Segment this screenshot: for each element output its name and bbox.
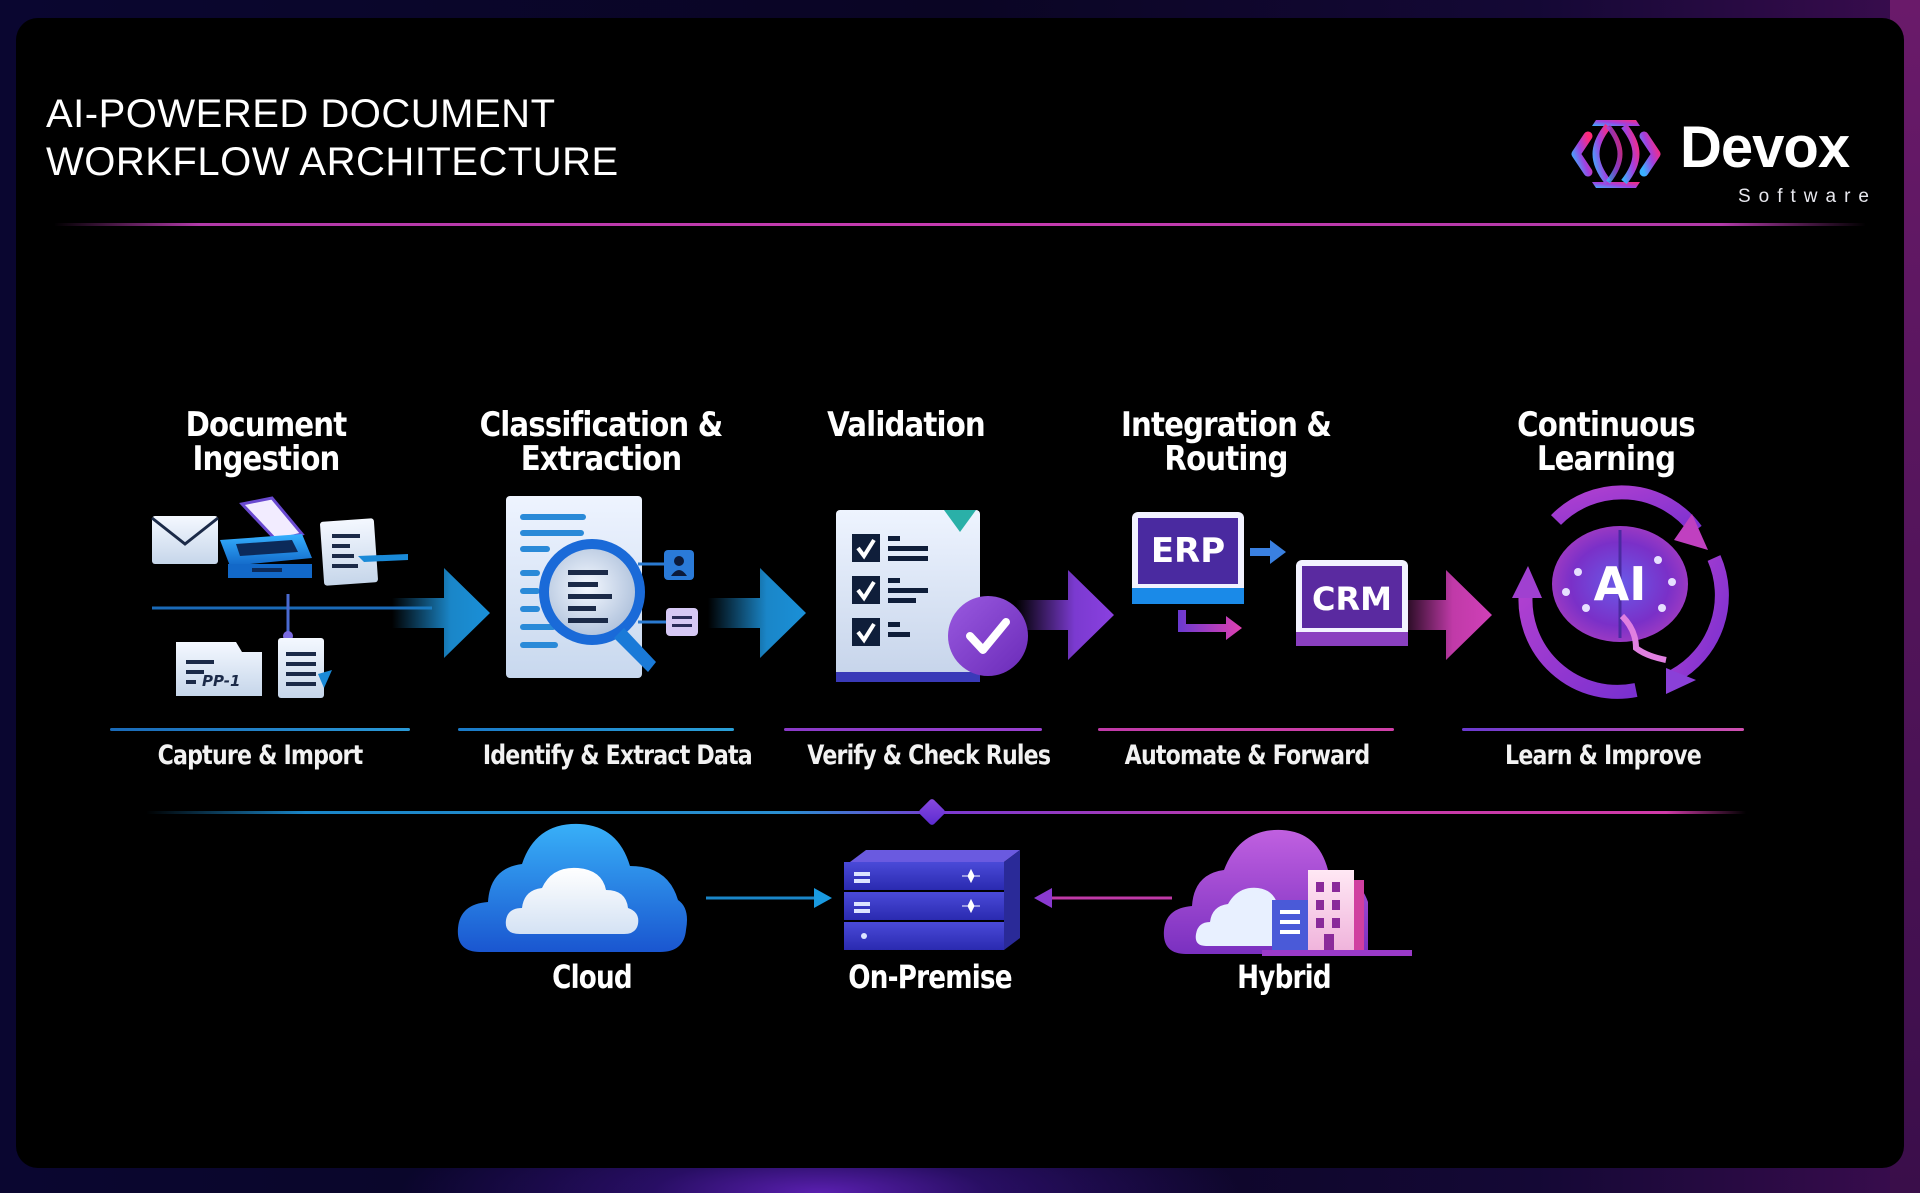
page-title: AI-POWERED DOCUMENT WORKFLOW ARCHITECTUR… bbox=[46, 90, 619, 186]
logo-subtitle: Software bbox=[1738, 186, 1877, 207]
signed-document-icon bbox=[320, 518, 408, 586]
document-ingestion-icon: PP-1 bbox=[151, 496, 432, 698]
svg-text:PP-1: PP-1 bbox=[202, 672, 240, 690]
stage-subtitle-learning: Learn & Improve bbox=[1505, 740, 1702, 771]
stage-title-integration: Integration & Routing bbox=[1120, 405, 1332, 479]
deployment-divider bbox=[146, 811, 1746, 814]
stage-title-ingestion: Document Ingestion bbox=[185, 405, 348, 479]
crm-box-icon: CRM bbox=[1296, 560, 1408, 646]
stage-title-validation: Validation bbox=[827, 405, 986, 445]
stage-subtitle-ingestion: Capture & Import bbox=[157, 740, 364, 771]
ai-brain-cycle-icon: AI bbox=[1512, 485, 1729, 699]
svg-text:CRM: CRM bbox=[1312, 580, 1392, 618]
envelope-icon bbox=[151, 516, 219, 564]
erp-crm-icon: ERP CRM bbox=[1132, 512, 1408, 646]
divider-diamond-icon bbox=[917, 797, 947, 827]
flow-arrow-3 bbox=[1016, 570, 1114, 660]
scanner-icon bbox=[220, 496, 312, 578]
magnifier-document-icon bbox=[506, 496, 698, 678]
stage-subtitle-classification: Identify & Extract Data bbox=[482, 740, 753, 771]
flow-arrow-2 bbox=[708, 568, 806, 658]
svg-text:AI: AI bbox=[1594, 557, 1647, 611]
stage-title-learning: Continuous Learning bbox=[1517, 405, 1696, 479]
stage-rule-2 bbox=[458, 728, 734, 731]
hybrid-cloud-building-icon bbox=[1163, 829, 1412, 956]
devox-logo: Devox Software bbox=[1568, 106, 1898, 216]
verified-badge-icon bbox=[948, 596, 1028, 676]
erp-box-icon: ERP bbox=[1132, 512, 1244, 604]
deployment-label-hybrid: Hybrid bbox=[1237, 958, 1331, 996]
header-divider bbox=[54, 223, 1866, 226]
checklist-icon bbox=[836, 510, 1028, 682]
stage-title-classification-line-2: Extraction bbox=[520, 439, 682, 479]
page-title-line-1: AI-POWERED DOCUMENT bbox=[46, 92, 556, 136]
deployment-label-cloud: Cloud bbox=[552, 958, 632, 996]
stage-rule-1 bbox=[110, 728, 410, 731]
stage-rule-4 bbox=[1098, 728, 1394, 731]
checkbox-row bbox=[852, 576, 928, 604]
stage-rule-3 bbox=[784, 728, 1042, 731]
checkbox-row bbox=[852, 534, 928, 562]
page-title-line-2: WORKFLOW ARCHITECTURE bbox=[46, 140, 619, 184]
list-document-icon bbox=[278, 638, 332, 698]
hybrid-to-server-arrow bbox=[1034, 888, 1172, 908]
slide-panel: AI-POWERED DOCUMENT WORKFLOW ARCHITECTUR… bbox=[16, 18, 1904, 1168]
checkbox-row bbox=[852, 618, 910, 646]
flow-arrow-4 bbox=[1394, 570, 1492, 660]
stage-title-classification: Classification & Extraction bbox=[468, 408, 735, 476]
person-card-icon bbox=[664, 550, 694, 580]
devox-hexagon-icon bbox=[1571, 120, 1661, 188]
svg-text:ERP: ERP bbox=[1151, 531, 1225, 571]
server-rack-icon bbox=[844, 850, 1020, 950]
deployment-label-on-premise: On-Premise bbox=[848, 958, 1012, 996]
stage-rule-5 bbox=[1462, 728, 1744, 731]
stage-subtitle-integration: Automate & Forward bbox=[1124, 740, 1371, 771]
stage-subtitle-validation: Verify & Check Rules bbox=[807, 740, 1051, 771]
flow-arrow-1 bbox=[392, 568, 490, 658]
stage-title-classification-line-1: Classification & bbox=[479, 405, 724, 445]
cloud-to-server-arrow bbox=[706, 888, 832, 908]
logo-wordmark: Devox bbox=[1680, 115, 1850, 180]
folder-document-icon: PP-1 bbox=[176, 642, 262, 696]
data-field-icon bbox=[666, 608, 698, 636]
cloud-icon bbox=[457, 823, 687, 952]
